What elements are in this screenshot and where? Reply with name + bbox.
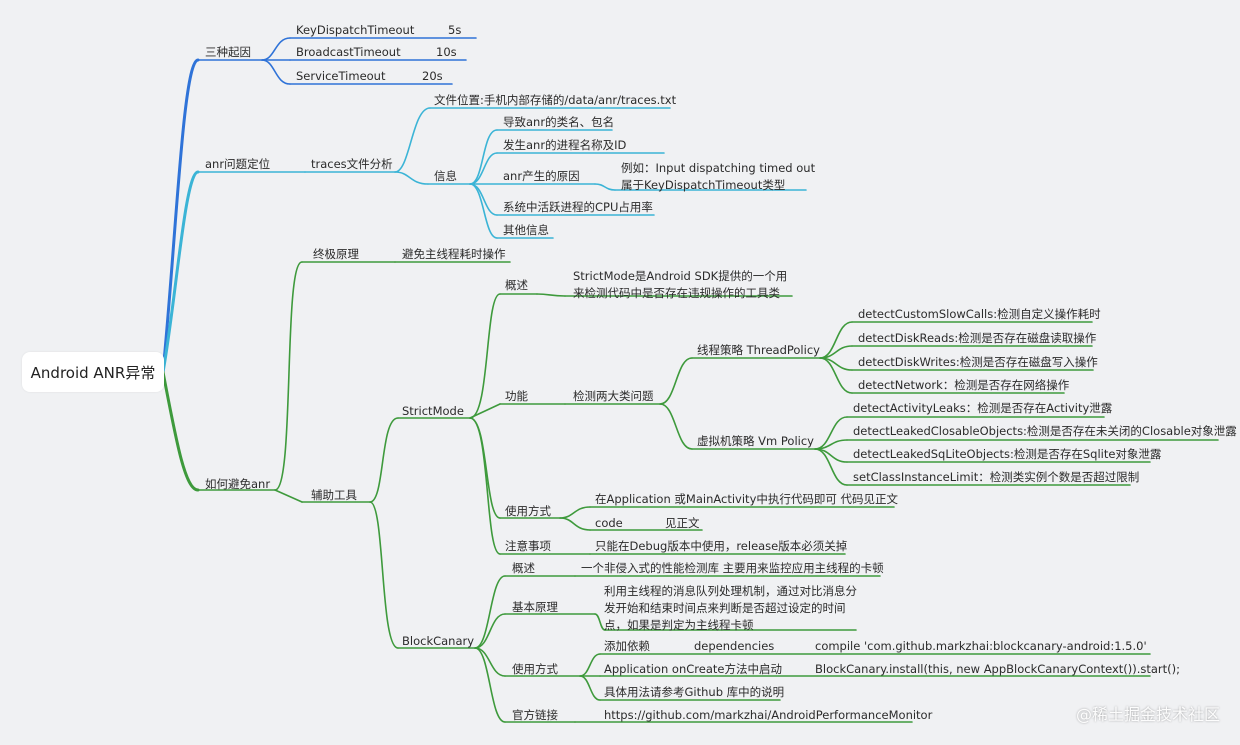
- node-block-dependency-value[interactable]: compile 'com.github.markzhai:blockcanary…: [815, 639, 1147, 653]
- node-info-cpu[interactable]: 系统中活跃进程的CPU占用率: [503, 200, 653, 214]
- node-block-oncreate[interactable]: Application onCreate方法中启动: [604, 662, 782, 676]
- node-service-timeout-value: 20s: [422, 69, 443, 83]
- node-block-principle[interactable]: 基本原理: [512, 600, 558, 614]
- node-anr-locate[interactable]: anr问题定位: [205, 157, 271, 171]
- node-info-reason[interactable]: anr产生的原因: [503, 169, 580, 183]
- node-strict-function[interactable]: 功能: [505, 389, 528, 403]
- node-vm-policy-3[interactable]: detectLeakedSqLiteObjects:检测是否存在Sqlite对象…: [853, 447, 1162, 461]
- node-file-location[interactable]: 文件位置:手机内部存储的/data/anr/traces.txt: [434, 93, 677, 107]
- node-thread-policy-1[interactable]: detectCustomSlowCalls:检测自定义操作耗时: [858, 307, 1101, 321]
- node-thread-policy-3[interactable]: detectDiskWrites:检测是否存在磁盘写入操作: [858, 355, 1098, 369]
- node-strict-function-value[interactable]: 检测两大类问题: [573, 389, 654, 403]
- node-info-process[interactable]: 发生anr的进程名称及ID: [503, 138, 627, 152]
- node-strict-usage-code-value[interactable]: 见正文: [665, 516, 700, 530]
- node-causes[interactable]: 三种起因: [205, 45, 251, 59]
- node-service-timeout[interactable]: ServiceTimeout: [296, 69, 386, 83]
- node-block-overview-value[interactable]: 一个非侵入式的性能检测库 主要用来监控应用主线程的卡顿: [581, 561, 884, 575]
- node-block-link[interactable]: 官方链接: [512, 708, 558, 722]
- node-key-dispatch-timeout[interactable]: KeyDispatchTimeout: [296, 23, 415, 37]
- node-vm-policy-2[interactable]: detectLeakedClosableObjects:检测是否存在未关闭的Cl…: [853, 424, 1237, 438]
- node-thread-policy-4[interactable]: detectNetwork：检测是否存在网络操作: [858, 378, 1070, 392]
- node-block-link-url[interactable]: https://github.com/markzhai/AndroidPerfo…: [604, 708, 933, 722]
- node-strict-overview-value[interactable]: StrictMode是Android SDK提供的一个用 来检测代码中是否存在违…: [573, 269, 788, 300]
- node-info-other[interactable]: 其他信息: [503, 223, 549, 237]
- node-strict-usage[interactable]: 使用方式: [505, 504, 551, 518]
- node-key-dispatch-timeout-value: 5s: [448, 23, 462, 37]
- node-thread-policy-2[interactable]: detectDiskReads:检测是否存在磁盘读取操作: [858, 331, 1097, 345]
- node-block-dependency-label[interactable]: dependencies: [694, 639, 775, 653]
- node-block-overview[interactable]: 概述: [512, 561, 535, 575]
- node-info-reason-example[interactable]: 例如：Input dispatching timed out 属于KeyDisp…: [621, 161, 816, 192]
- node-block-oncreate-code[interactable]: BlockCanary.install(this, new AppBlockCa…: [815, 662, 1181, 676]
- node-thread-policy[interactable]: 线程策略 ThreadPolicy: [697, 343, 820, 357]
- node-info[interactable]: 信息: [434, 169, 457, 183]
- watermark: @稀土掘金技术社区: [1075, 705, 1220, 724]
- node-strict-usage-code[interactable]: code: [595, 516, 623, 530]
- node-traces-analysis[interactable]: traces文件分析: [311, 157, 393, 171]
- node-block-principle-value[interactable]: 利用主线程的消息队列处理机制，通过对比消息分 发开始和结束时间点来判断是否超过设…: [604, 584, 857, 632]
- node-helper-tools[interactable]: 辅助工具: [311, 488, 357, 502]
- node-block-more[interactable]: 具体用法请参考Github 库中的说明: [604, 685, 785, 699]
- node-ultimate-principle-value[interactable]: 避免主线程耗时操作: [402, 247, 506, 261]
- node-strict-usage-1[interactable]: 在Application 或MainActivity中执行代码即可 代码见正文: [595, 492, 899, 506]
- node-strict-note[interactable]: 注意事项: [505, 539, 551, 553]
- node-info-class-package[interactable]: 导致anr的类名、包名: [503, 115, 615, 129]
- node-vm-policy-4[interactable]: setClassInstanceLimit：检测类实例个数是否超过限制: [853, 470, 1140, 484]
- node-blockcanary[interactable]: BlockCanary: [402, 634, 475, 648]
- node-vm-policy[interactable]: 虚拟机策略 Vm Policy: [697, 434, 814, 448]
- node-vm-policy-1[interactable]: detectActivityLeaks：检测是否存在Activity泄露: [853, 401, 1113, 415]
- node-block-dependency[interactable]: 添加依赖: [604, 639, 650, 653]
- node-avoid-anr[interactable]: 如何避免anr: [205, 477, 271, 491]
- root-node[interactable]: Android ANR异常: [22, 352, 164, 392]
- node-block-usage[interactable]: 使用方式: [512, 662, 558, 676]
- node-strictmode[interactable]: StrictMode: [402, 404, 464, 418]
- node-ultimate-principle[interactable]: 终极原理: [313, 247, 359, 261]
- node-broadcast-timeout-value: 10s: [436, 45, 457, 59]
- node-strict-note-value[interactable]: 只能在Debug版本中使用，release版本必须关掉: [595, 539, 848, 553]
- node-strict-overview[interactable]: 概述: [505, 278, 528, 292]
- node-broadcast-timeout[interactable]: BroadcastTimeout: [296, 45, 401, 59]
